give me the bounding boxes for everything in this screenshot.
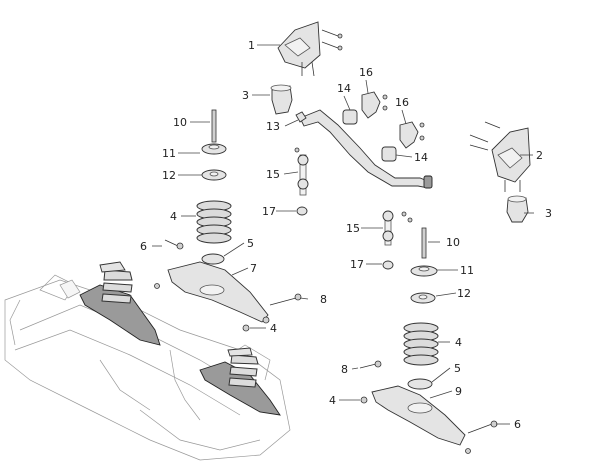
spring-seat-11-right <box>410 265 438 277</box>
nut-4-left <box>242 324 250 332</box>
stabilizer-bushing-14-lower <box>381 146 397 162</box>
link-nut-17-left <box>296 206 308 216</box>
bushing-clamp-16-upper <box>361 91 388 119</box>
callout-9: 9 <box>455 385 462 398</box>
callout-4d: 4 <box>329 394 336 407</box>
bump-stop-3-right <box>506 195 529 223</box>
callout-5a: 5 <box>247 237 254 250</box>
lower-seat-5-right <box>407 378 433 390</box>
callout-6a: 6 <box>140 240 147 253</box>
coil-spring-4-left <box>196 200 232 244</box>
callout-17b: 17 <box>350 258 364 271</box>
callout-4c: 4 <box>455 336 462 349</box>
callout-11a: 11 <box>162 147 176 160</box>
stabilizer-bushing-14-upper <box>342 109 358 125</box>
rear-subframe-assembly <box>4 261 291 461</box>
insulator-12-right <box>410 292 436 304</box>
lower-control-arm-9 <box>371 385 466 446</box>
callout-3b: 3 <box>545 207 552 220</box>
link-nut-17-right <box>382 260 394 270</box>
callout-16a: 16 <box>359 66 373 79</box>
bolt-6-right <box>467 420 498 434</box>
callout-4b: 4 <box>270 322 277 335</box>
nut-4-right <box>360 396 368 404</box>
stabilizer-bar-13 <box>295 109 433 189</box>
callout-7: 7 <box>250 262 257 275</box>
callout-16b: 16 <box>395 96 409 109</box>
callout-15a: 15 <box>266 168 280 181</box>
callout-8b: 8 <box>341 363 348 376</box>
callout-17a: 17 <box>262 205 276 218</box>
leader-lines <box>152 44 534 425</box>
coil-spring-4-right <box>403 322 439 366</box>
bolt-10-left <box>211 109 217 143</box>
upper-mount-bracket-2 <box>469 121 531 192</box>
insulator-12-left <box>201 169 227 181</box>
callout-14b: 14 <box>414 151 428 164</box>
callout-10b: 10 <box>446 236 460 249</box>
callout-1: 1 <box>248 39 255 52</box>
bolt-10-right <box>421 227 427 259</box>
bump-stop-3-left <box>270 84 293 115</box>
bushing-clamp-16-lower <box>399 121 425 149</box>
callout-10a: 10 <box>173 116 187 129</box>
callout-8a: 8 <box>320 293 327 306</box>
callout-14a: 14 <box>337 82 351 95</box>
callout-3a: 3 <box>242 89 249 102</box>
lower-seat-5-left <box>201 253 225 265</box>
callout-5b: 5 <box>454 362 461 375</box>
stabilizer-link-15-left <box>294 147 309 196</box>
bolt-6-left <box>164 239 184 250</box>
callout-6b: 6 <box>514 418 521 431</box>
upper-mount-bracket-1 <box>277 21 343 77</box>
spring-seat-11-left <box>201 143 227 155</box>
callout-13: 13 <box>266 120 280 133</box>
callout-2: 2 <box>536 149 543 162</box>
bolt-8-left <box>269 293 302 306</box>
stabilizer-link-15-right <box>382 210 413 246</box>
lower-control-arm-7 <box>167 261 270 324</box>
callout-4a: 4 <box>170 210 177 223</box>
callout-labels: 1 2 3 3 4 4 4 4 5 5 6 6 7 8 8 9 10 10 11… <box>140 39 552 431</box>
callout-15b: 15 <box>346 222 360 235</box>
callout-12b: 12 <box>457 287 471 300</box>
callout-11b: 11 <box>460 264 474 277</box>
bolt-8-right <box>359 360 382 369</box>
callout-12a: 12 <box>162 169 176 182</box>
